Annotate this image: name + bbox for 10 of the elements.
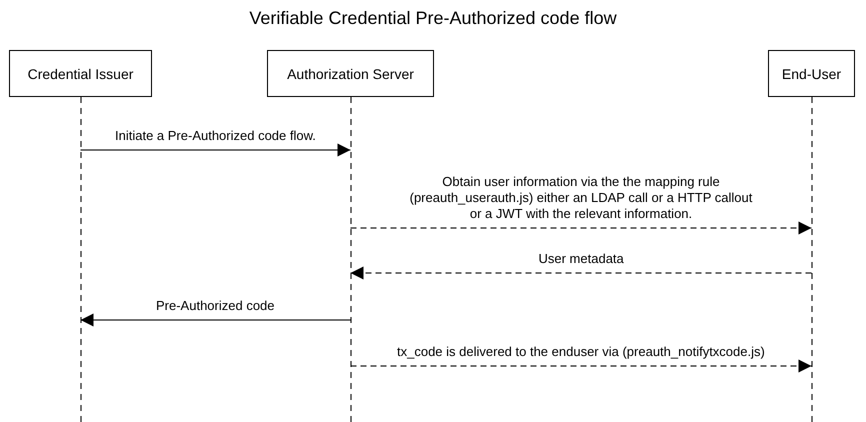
participant-name: Authorization Server — [287, 66, 414, 82]
message-arrow — [80, 144, 351, 156]
message-arrow — [80, 314, 351, 326]
message-arrow — [350, 360, 812, 372]
diagram-title: Verifiable Credential Pre-Authorized code flow — [248, 8, 618, 29]
message-arrow — [350, 266, 812, 280]
message-label: tx_code is delivered to the enduser via (preauth_notifytxcode.js) — [395, 344, 767, 360]
participant-name: End-User — [782, 66, 842, 82]
message-arrow — [350, 222, 812, 234]
participant-name: Credential Issuer — [28, 66, 134, 82]
